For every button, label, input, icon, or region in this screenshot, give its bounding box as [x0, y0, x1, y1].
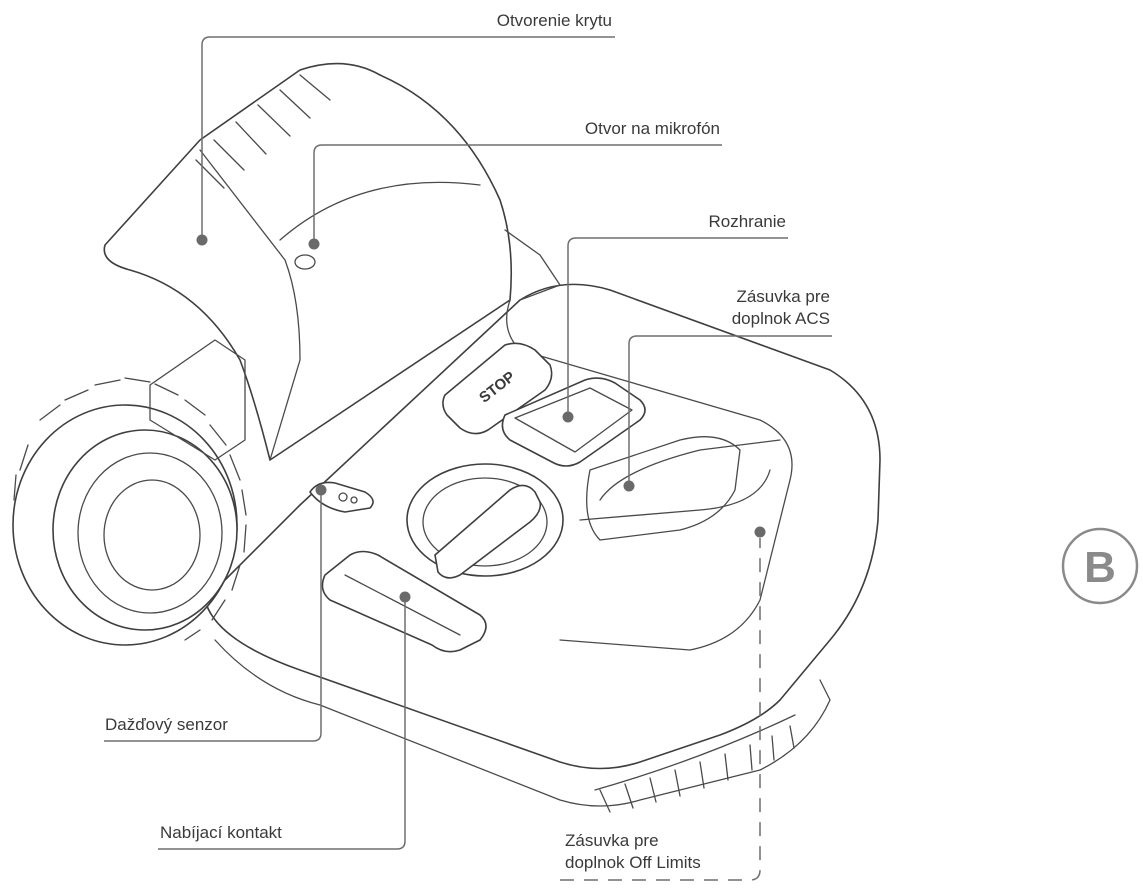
cover-hood [103, 62, 561, 461]
label-rain-sensor: Dažďový senzor [105, 715, 228, 734]
interface-screen [501, 377, 646, 467]
label-acs-socket-line2: doplnok ACS [732, 309, 830, 328]
cover-opening-dot [196, 234, 208, 246]
rear-grille [594, 714, 796, 813]
offlimits-socket-dot [754, 526, 766, 538]
label-offlimits-socket-line2: doplnok Off Limits [565, 853, 701, 872]
rain-sensor-dot [315, 484, 327, 496]
label-cover-opening: Otvorenie krytu [497, 11, 612, 30]
side-chassis [149, 339, 246, 461]
stop-button: STOP [442, 342, 553, 435]
interface-dot [562, 411, 574, 423]
label-offlimits-socket-line1: Zásuvka pre [565, 831, 659, 850]
callout-leaders [104, 36, 832, 881]
acs-socket-dot [623, 480, 635, 492]
callout-labels: Otvorenie krytu Otvor na mikrofón Rozhra… [105, 11, 830, 872]
label-microphone-hole: Otvor na mikrofón [585, 119, 720, 138]
acs-module [586, 436, 741, 541]
mower-skirt [214, 639, 831, 807]
label-interface: Rozhranie [709, 212, 787, 231]
top-deck [506, 299, 793, 651]
label-charging-contact: Nabíjací kontakt [160, 823, 282, 842]
label-acs-socket-line1: Zásuvka pre [736, 287, 830, 306]
mower-illustration: STOP [12, 62, 881, 813]
panel-badge-letter: B [1084, 543, 1116, 592]
height-knob [406, 463, 564, 579]
charging-contact-dot [399, 591, 411, 603]
rear-wheel [12, 377, 247, 646]
panel-badge: B [1061, 527, 1139, 605]
microphone-hole-dot [308, 238, 320, 250]
